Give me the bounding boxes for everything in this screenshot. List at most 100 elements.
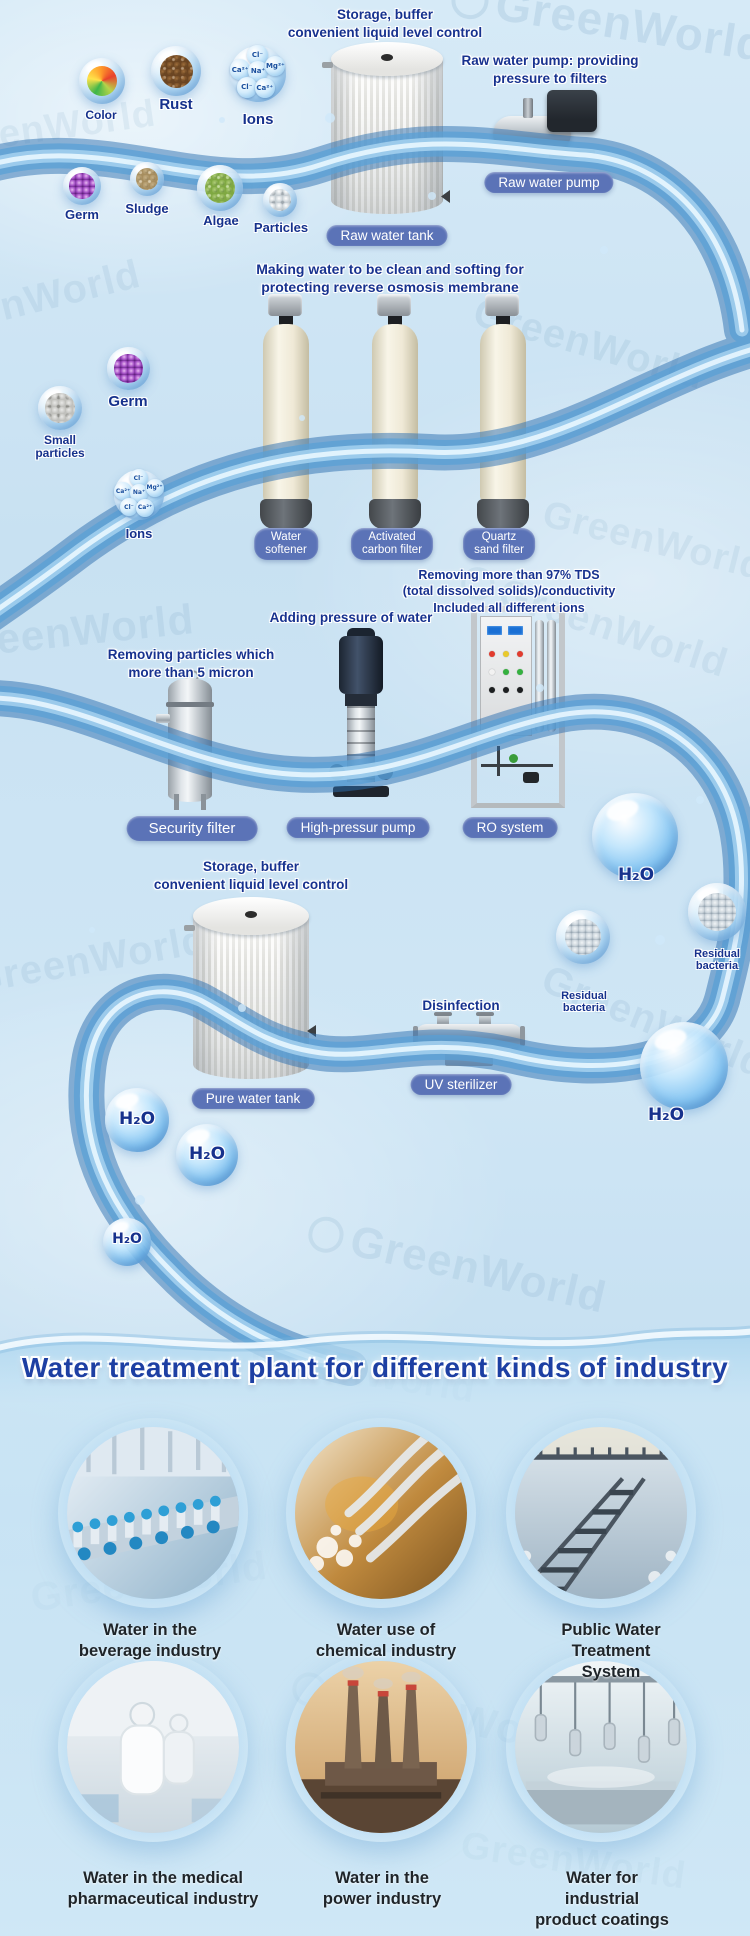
industrial-coating-line-illustration: [515, 1661, 687, 1833]
pump-flange: [329, 764, 345, 780]
tank-lid-cap: [245, 911, 257, 918]
h2o-bubble: [640, 1022, 728, 1110]
industry-caption: Water in the medical pharmaceutical indu…: [67, 1869, 259, 1909]
pure-water-tank-image: [184, 897, 316, 1079]
residual-bacteria-contaminant: [565, 919, 601, 955]
tank-body: [193, 915, 309, 1079]
ro-valve: [509, 754, 518, 763]
filter-clamp: [166, 702, 214, 707]
tank-body: [331, 58, 443, 214]
indicator-light: [503, 651, 509, 657]
high-pressure-pump-pill: High-pressur pump: [286, 817, 430, 838]
sludge-label: Sludge: [125, 201, 169, 216]
uv-end-cap: [413, 1026, 418, 1046]
water-softener-pill: Water softener: [254, 528, 318, 561]
bubble-germ: [63, 167, 101, 205]
ro-note: Removing more than 97% TDS (total dissol…: [402, 568, 616, 615]
pump-base: [549, 150, 595, 158]
filter-leg: [174, 794, 179, 810]
industry-caption: Water in the beverage industry: [78, 1621, 222, 1661]
raw-pump-note: Raw water pump: providing pressure to fi…: [461, 53, 639, 86]
sludge-contaminant: [135, 167, 159, 191]
rust-contaminant: [159, 54, 193, 88]
uv-chamber-tube: [415, 1024, 523, 1048]
algae-label: Algae: [203, 213, 239, 228]
bubble-small-particles: [38, 386, 82, 430]
greenworld-watermark: GreenWorld: [0, 251, 145, 353]
indicator-light: [517, 669, 523, 675]
industry-caption: Public Water Treatment System: [561, 1621, 661, 1682]
greenworld-watermark: GreenWorld: [303, 1206, 611, 1323]
bubble-ions: Cl⁻ Ca²⁺ Na⁺ Mg²⁺ Cl⁻ Ca²⁺: [230, 44, 286, 102]
ro-system-image: [471, 606, 565, 808]
ion-symbol: Mg²⁺: [145, 478, 164, 497]
chemical-plant-water-illustration: [295, 1427, 467, 1599]
high-pressure-pump-image: [329, 628, 393, 810]
industry-photo-chemical: [286, 1418, 476, 1608]
bubble-germ-2: [107, 347, 150, 390]
indicator-light: [503, 687, 509, 693]
h2o-label: H₂O: [617, 865, 655, 885]
water-softener-tank-image: [260, 294, 312, 532]
ion-symbol: Cl⁻: [247, 44, 268, 66]
activated-carbon-filter-pill: Activated carbon filter: [350, 528, 434, 561]
tank-inlet-pipe: [184, 925, 195, 931]
indicator-light: [489, 651, 495, 657]
quartz-sand-filter-pill: Quartz sand filter: [463, 528, 535, 561]
ro-system-pill: RO system: [462, 817, 558, 838]
power-plant-illustration: [295, 1661, 467, 1833]
uv-end-cap: [520, 1026, 525, 1046]
industry-photo-pharmaceutical: [58, 1652, 248, 1842]
filter-body: [168, 700, 212, 788]
uv-control-box: [445, 1048, 493, 1066]
filter-leg: [201, 794, 206, 810]
indicator-light: [517, 687, 523, 693]
ro-display: [487, 626, 502, 635]
color-label: Color: [85, 108, 117, 122]
h2o-label: H₂O: [188, 1144, 226, 1164]
indicator-light: [489, 669, 495, 675]
ro-piping: [481, 764, 553, 767]
bubble-particles: [263, 183, 297, 217]
filter-inlet-pipe: [156, 714, 170, 723]
indicator-light: [517, 651, 523, 657]
pure-tank-note: Storage, buffer convenient liquid level …: [153, 859, 349, 892]
raw-tank-note: Storage, buffer convenient liquid level …: [287, 7, 483, 40]
public-water-treatment-basin-illustration: [515, 1427, 687, 1599]
industry-photo-power: [286, 1652, 476, 1842]
small-particles-contaminant: [45, 393, 75, 423]
industry-caption: Water in the power industry: [322, 1869, 442, 1909]
industries-title: Water treatment plant for different kind…: [21, 1352, 729, 1383]
security-filter-image: [156, 670, 224, 810]
pure-water-tank-pill: Pure water tank: [191, 1088, 315, 1109]
beverage-bottling-line-illustration: [67, 1427, 239, 1599]
ion-symbol: Na⁺: [247, 61, 269, 82]
pump-port: [523, 98, 533, 118]
industry-photo-public-water: [506, 1418, 696, 1608]
filter-outlet-pipe: [210, 760, 224, 769]
ro-display: [508, 626, 523, 635]
raw-water-tank-image: [322, 42, 450, 214]
h2o-label: H₂O: [112, 1231, 142, 1247]
germ-contaminant: [69, 173, 95, 199]
ions-label-2: Ions: [125, 526, 153, 541]
pressure-pump-note: Adding pressure of water: [269, 610, 433, 625]
bubble-ions-2: Cl⁻ Ca²⁺ Na⁺ Mg²⁺ Cl⁻ Ca²⁺: [114, 469, 164, 520]
industry-caption: Water for industrial product coatings: [535, 1869, 669, 1930]
residual-bacteria-bubble: [556, 910, 610, 964]
pump-flange: [377, 764, 393, 780]
filter-dome: [168, 678, 212, 702]
quartz-sand-filter-image: [477, 294, 529, 532]
ro-membrane-vessel: [535, 620, 544, 732]
uv-sterilizer-image: [413, 1012, 525, 1070]
germ-label-2: Germ: [108, 393, 148, 410]
raw-water-tank-pill: Raw water tank: [326, 225, 448, 246]
particles-contaminant: [268, 188, 292, 212]
security-filter-note: Removing particles which more than 5 mic…: [107, 647, 275, 680]
pump-stage-column: [347, 706, 375, 782]
ion-symbol: Ca²⁺: [136, 498, 154, 517]
ion-symbol: Ca²⁺: [230, 59, 251, 80]
industry-caption: Water use of chemical industry: [315, 1621, 457, 1661]
h2o-label: H₂O: [118, 1109, 156, 1129]
